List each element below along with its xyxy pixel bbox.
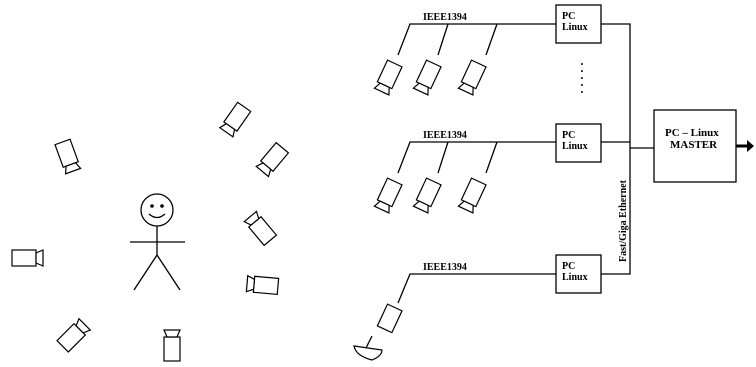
network-label: Fast/Giga Ethernet [618, 179, 629, 262]
ring-camera-3 [255, 142, 290, 178]
bus-label-2: IEEE1394 [423, 130, 467, 141]
ring-camera-6 [11, 249, 44, 267]
pc-node-2 [555, 123, 602, 163]
ring-camera-8 [163, 329, 181, 362]
pc-node-2-line2: Linux [562, 141, 588, 152]
pc-node-1-line1: PC [562, 11, 575, 22]
pc-node-1-line2: Linux [562, 22, 588, 33]
ellipsis-dots: · · · · · [575, 62, 589, 94]
ethernet-backbone: Fast/Giga Ethernet [601, 23, 654, 275]
output-arrow-icon [747, 140, 754, 152]
person-figure [130, 193, 185, 291]
pc-node-3 [555, 254, 602, 294]
pc-node-3-line1: PC [562, 261, 575, 272]
group2-camera-2 [412, 177, 442, 214]
ring-camera-4 [243, 210, 278, 246]
group1-camera-3 [457, 59, 487, 96]
bus-label-1: IEEE1394 [423, 12, 467, 23]
group2-camera-1 [373, 177, 403, 214]
master-line1: PC – Linux [665, 127, 719, 139]
group1-camera-1 [373, 59, 403, 96]
ring-camera-5 [245, 275, 280, 295]
camera-group-3: IEEE1394 PC Linux [353, 254, 602, 361]
camera-group-1: IEEE1394 PC Linux [373, 4, 602, 96]
group3-camera-dish [353, 345, 383, 361]
master-line2: MASTER [670, 139, 718, 151]
ring-camera-7 [56, 318, 91, 353]
bus-label-3: IEEE1394 [423, 262, 467, 273]
pc-node-3-line2: Linux [562, 272, 588, 283]
group2-camera-3 [457, 177, 487, 214]
pc-node-2-line1: PC [562, 130, 575, 141]
ring-camera-1 [54, 138, 82, 175]
group3-camera-1 [376, 303, 403, 334]
camera-group-2: IEEE1394 PC Linux [373, 123, 602, 214]
ring-camera-2 [219, 101, 252, 138]
group1-camera-2 [412, 59, 442, 96]
master-node: PC – Linux MASTER [653, 109, 754, 183]
